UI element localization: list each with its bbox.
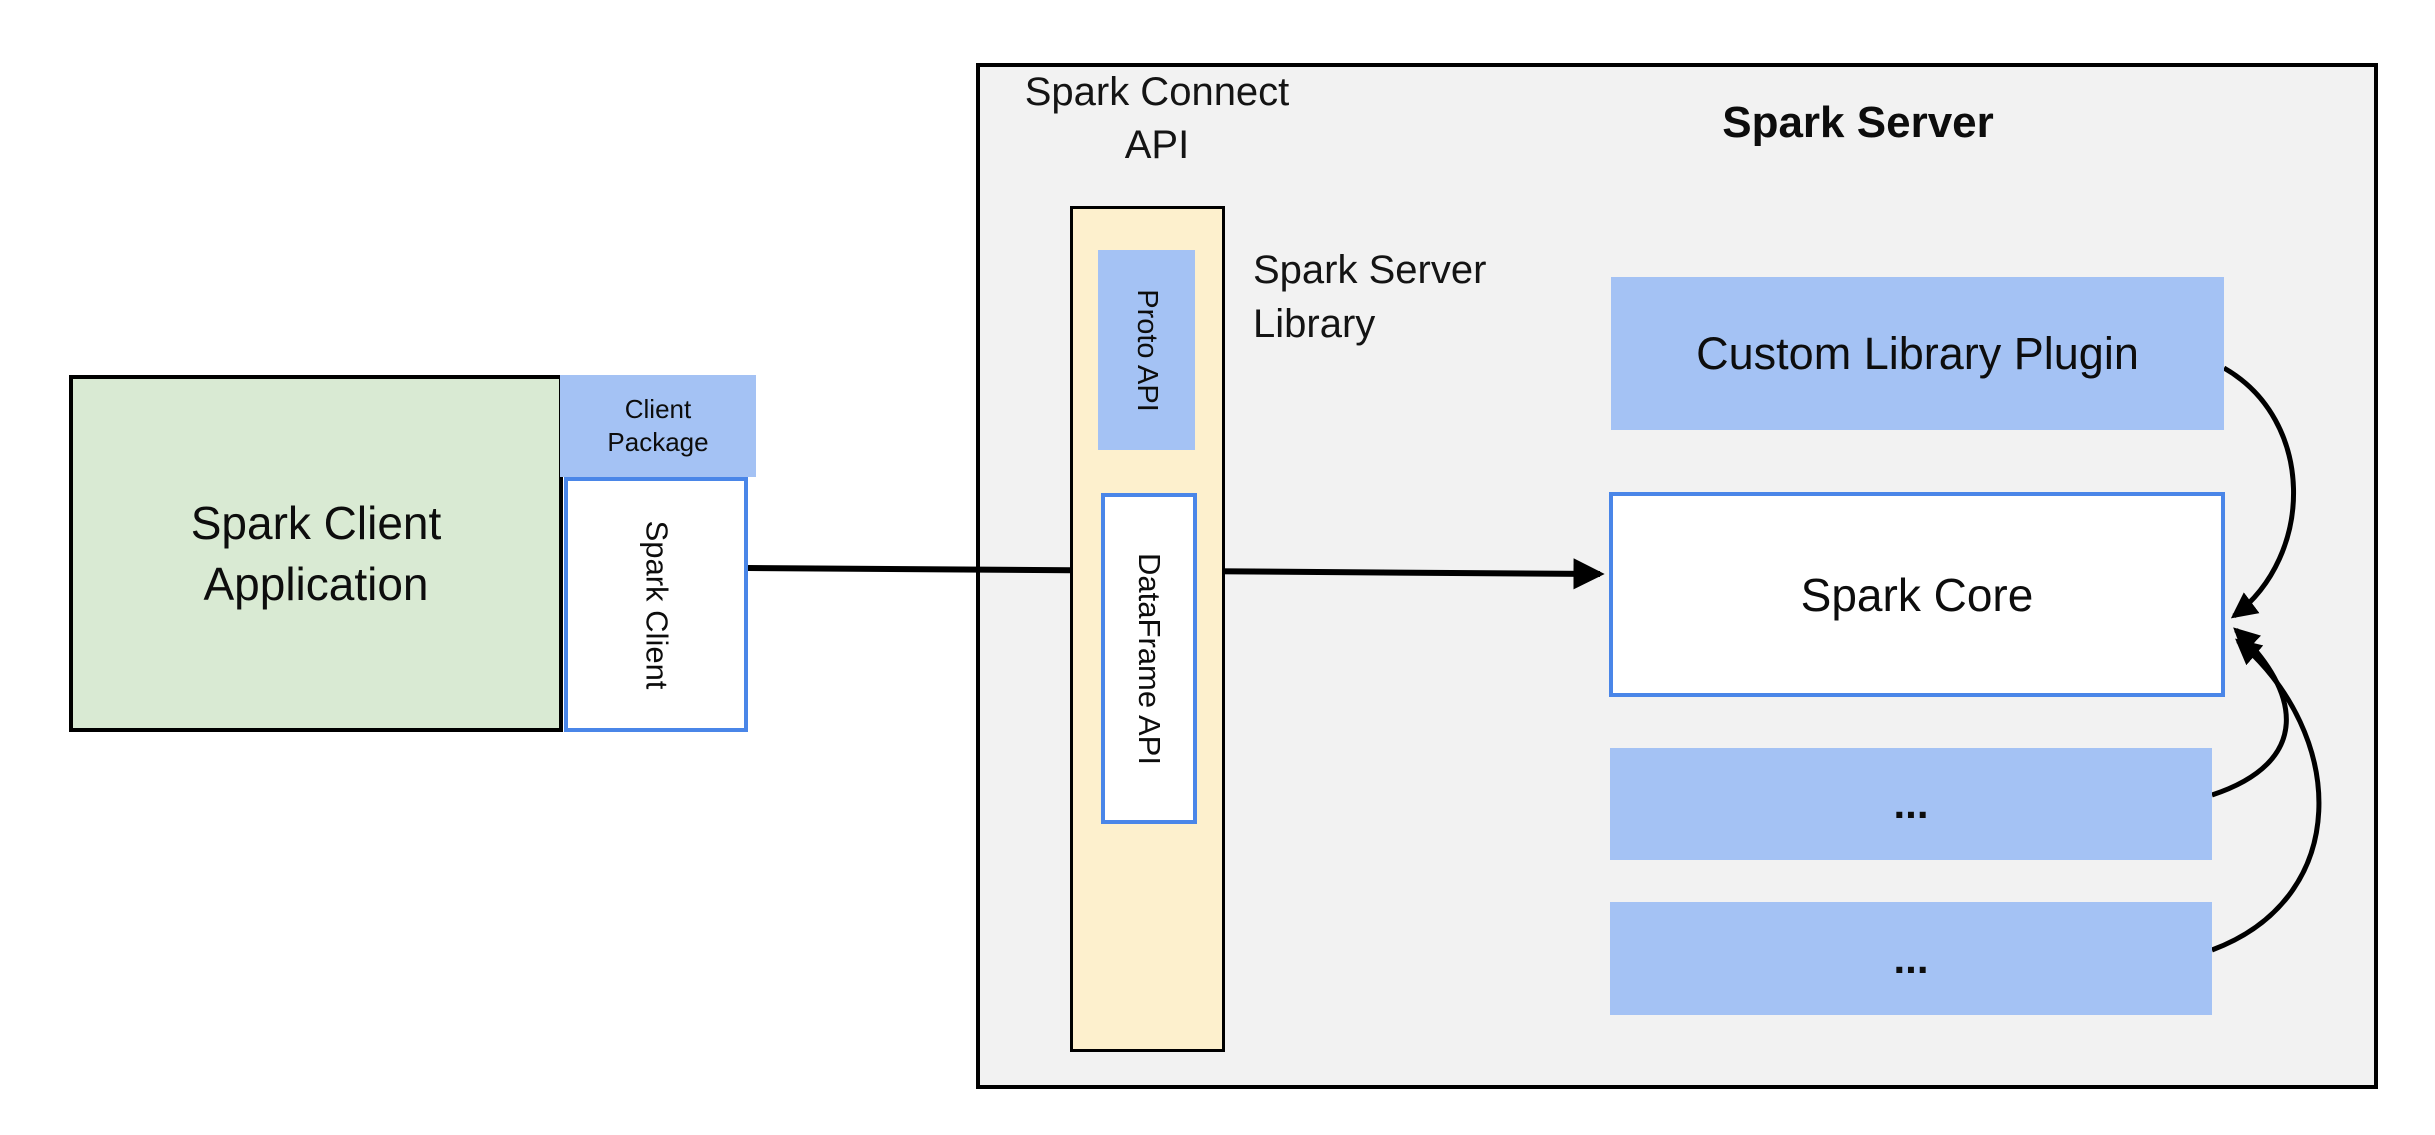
- client-package-box: Client Package: [560, 375, 756, 477]
- dataframe-api-label: DataFrame API: [1132, 552, 1168, 765]
- spark-client-application-box: Spark Client Application: [69, 375, 563, 732]
- spark-core-box: Spark Core: [1609, 492, 2225, 697]
- ellipsis-box-2: ...: [1610, 902, 2212, 1015]
- spark-server-library-label: Spark Server Library: [1253, 248, 1487, 346]
- spark-server-heading: Spark Server: [1722, 98, 1994, 147]
- spark-client-label: Spark Client: [638, 520, 674, 689]
- spark-connect-api-heading: Spark Connect API: [1024, 70, 1290, 167]
- proto-api-label: Proto API: [1131, 288, 1164, 412]
- ellipsis2-to-core-arrow: [2211, 638, 2322, 953]
- custom-library-plugin-box: Custom Library Plugin: [1611, 277, 2224, 430]
- proto-api-box: Proto API: [1098, 250, 1195, 450]
- ellipsis-box-1: ...: [1610, 748, 2212, 860]
- spark-client-box: Spark Client: [564, 477, 748, 732]
- dataframe-api-box: DataFrame API: [1101, 493, 1197, 824]
- plugin-to-core-arrow: [2222, 365, 2297, 619]
